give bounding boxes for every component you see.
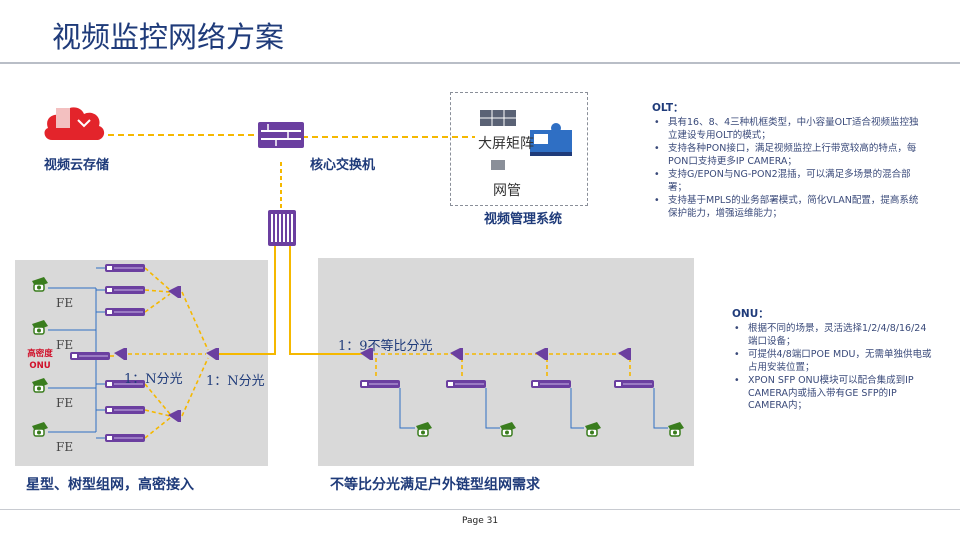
footer-divider <box>0 509 960 510</box>
high-density-onu-label: 高密度 ONU <box>27 349 53 371</box>
olt-item: 支持基于MPLS的业务部署模式，简化VLAN配置，提高系统保护能力，增强运维能力… <box>652 195 922 220</box>
olt-description: OLT： 具有16、8、4三种机框类型，中小容量OLT适合视频监控独立建设专用O… <box>652 100 922 221</box>
fe-label-2: FE <box>56 338 74 352</box>
fiber-olt-left <box>212 246 276 355</box>
olt-device <box>268 210 296 246</box>
split-ratio-b: 1：N分光 <box>206 374 265 389</box>
onu-item: 根据不同的场景，灵活选择1/2/4/8/16/24端口设备； <box>732 323 932 348</box>
page-title: 视频监控网络方案 <box>52 20 285 54</box>
fe-label-4: FE <box>56 440 74 454</box>
onu-item: 可提供4/8端口POE MDU，无需单独供电或占用安装位置； <box>732 349 932 374</box>
cloud-storage-icon <box>44 107 105 140</box>
core-switch-icon <box>257 121 305 149</box>
screen-matrix-icon <box>480 110 516 126</box>
split-ratio-chain: 1：9不等比分光 <box>338 339 433 354</box>
title-divider <box>0 62 960 64</box>
nms-server-icon <box>491 160 505 170</box>
right-topology <box>359 348 685 437</box>
right-caption: 不等比分光满足户外链型组网需求 <box>330 477 540 493</box>
nms-label: 网管 <box>493 183 521 199</box>
left-topology <box>31 263 219 443</box>
operator-desk-icon <box>530 123 572 156</box>
olt-item: 支持G/EPON与NG-PON2混插，可以满足多场景的混合部署； <box>652 169 922 194</box>
olt-item: 具有16、8、4三种机框类型，中小容量OLT适合视频监控独立建设专用OLT的模式… <box>652 117 922 142</box>
left-caption: 星型、树型组网，高密接入 <box>26 477 194 493</box>
fiber-olt-right <box>289 246 360 355</box>
core-switch-label: 核心交换机 <box>310 158 376 173</box>
olt-item: 支持各种PON接口，满足视频监控上行带宽较高的特点，每PON口支持更多IP CA… <box>652 143 922 168</box>
onu-description: ONU： 根据不同的场景，灵活选择1/2/4/8/16/24端口设备； 可提供4… <box>732 306 932 414</box>
big-screen-label: 大屏矩阵 <box>478 136 534 152</box>
onu-item: XPON SFP ONU模块可以配合集成到IP CAMERA内或插入带有GE S… <box>732 375 932 413</box>
cloud-storage-label: 视频云存储 <box>44 158 110 173</box>
vms-label: 视频管理系统 <box>484 212 563 227</box>
vms-box <box>450 92 588 206</box>
split-ratio-a: 1：N分光 <box>124 372 183 387</box>
fe-label-1: FE <box>56 296 74 310</box>
fe-label-3: FE <box>56 396 74 410</box>
onu-heading: ONU： <box>732 308 769 320</box>
page-number: Page 31 <box>461 516 499 526</box>
olt-heading: OLT： <box>652 102 684 114</box>
